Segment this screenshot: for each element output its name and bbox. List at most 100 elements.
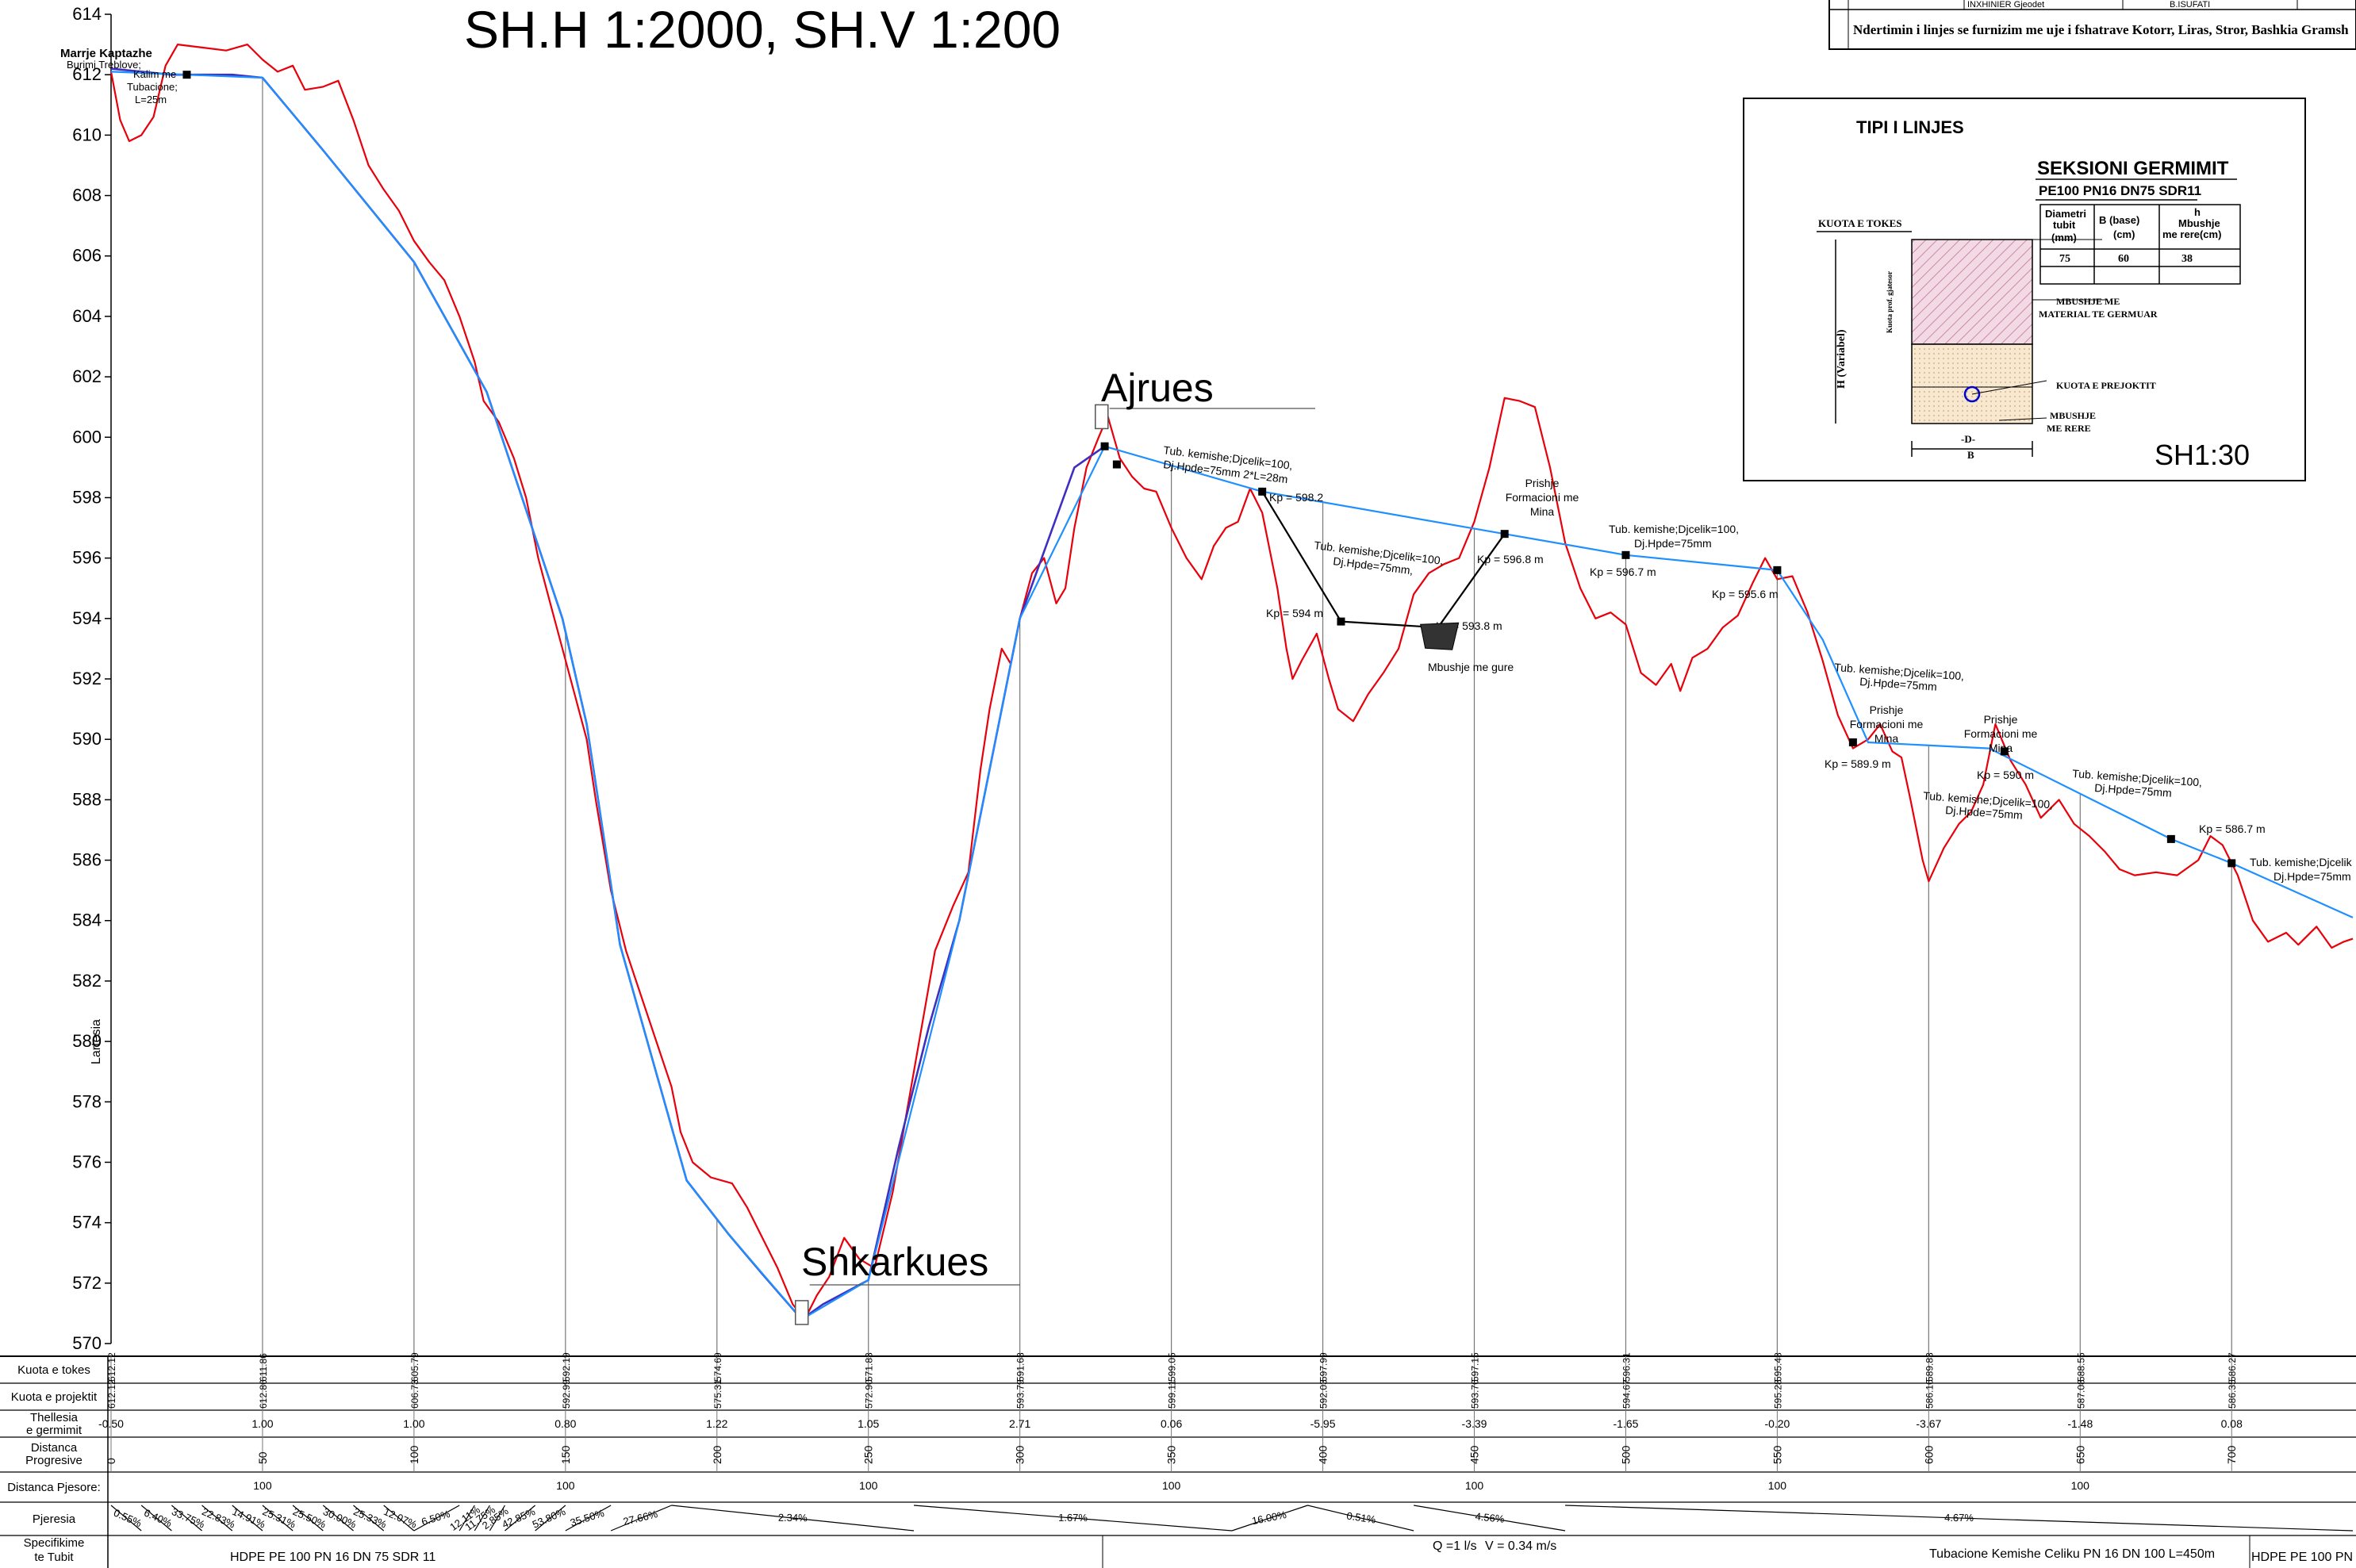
kp-label: Kp = 594 m bbox=[1266, 607, 1323, 619]
prishje-label-1-1: Formacioni me bbox=[1506, 491, 1579, 504]
series-line-3 bbox=[1261, 491, 1506, 629]
y-tick-label: 594 bbox=[72, 608, 102, 628]
station-marker bbox=[1100, 442, 1109, 450]
slope-segment bbox=[671, 1505, 915, 1532]
spec-hdpe-label-2: HDPE PE 100 PN bbox=[2251, 1551, 2353, 1564]
tub5-label-2: Dj.Hpde=75mm bbox=[1945, 803, 2024, 822]
slope-value: 1.67% bbox=[1058, 1512, 1088, 1524]
slope-segment bbox=[322, 1505, 354, 1532]
band-kuota-value: 599.05 bbox=[1167, 1352, 1178, 1382]
spec-celiku-label: Tubacione Kemishe Celiku PN 16 DN 100 L=… bbox=[1929, 1547, 2215, 1561]
slope-segment bbox=[610, 1505, 672, 1532]
slope-segment bbox=[292, 1505, 324, 1532]
kuota-prejoktit-label: KUOTA E PREJOKTIT bbox=[2056, 380, 2156, 391]
kp-label: Kp = 590 m bbox=[1977, 769, 2034, 781]
tub6-label-2: Dj.Hpde=75mm bbox=[2094, 781, 2173, 799]
tub4-label-2: Dj.Hpde=75mm bbox=[1859, 675, 1938, 693]
prishje-label-3-0: Prishje bbox=[1984, 713, 2018, 726]
station-marker bbox=[2166, 834, 2175, 843]
band-pjesore-value: 100 bbox=[859, 1479, 878, 1492]
spec-hdpe-label: HDPE PE 100 PN 16 DN 75 SDR 11 bbox=[230, 1551, 436, 1564]
band-projektit-value: 586.16 bbox=[1924, 1379, 1935, 1409]
start-label-tubacione: Tubacione; bbox=[127, 81, 178, 93]
y-axis-label: Lartesia bbox=[90, 1019, 103, 1064]
y-tick-label: 574 bbox=[72, 1213, 102, 1233]
slope-segment bbox=[505, 1505, 536, 1532]
station-marker bbox=[182, 71, 191, 79]
h-variabel-label: H (Variabel) bbox=[1836, 329, 1848, 389]
shkarkues-label: Shkarkues bbox=[801, 1240, 988, 1284]
band-projektit-value: 595.28 bbox=[1772, 1379, 1783, 1409]
band-pjesore-value: 100 bbox=[1465, 1479, 1484, 1492]
trench-section: KUOTA E TOKES H (Variabel) Kuota prof. g… bbox=[1817, 217, 2158, 461]
band-projektit-value: 612.12 bbox=[106, 1379, 117, 1409]
band-thellesia-value: 2.71 bbox=[1009, 1417, 1030, 1430]
y-tick-label: 580 bbox=[72, 1031, 102, 1051]
tub3-label-2: Dj.Hpde=75mm bbox=[1634, 537, 1712, 550]
table-header-diametri-1: Diametri bbox=[2045, 208, 2086, 220]
pipe-circle bbox=[1963, 385, 1981, 403]
y-tick-label: 578 bbox=[72, 1091, 102, 1111]
kp-label: Kp = 596.7 m bbox=[1590, 565, 1656, 578]
profile-series bbox=[109, 44, 2354, 1321]
y-tick-label: 596 bbox=[72, 548, 102, 568]
band-kuota-value: 571.83 bbox=[864, 1352, 875, 1382]
tub7-label-1: Tub. kemishe;Djcelik bbox=[2250, 856, 2353, 868]
prishje-label-2-1: Formacioni me bbox=[1850, 718, 1924, 730]
band-station-value: 250 bbox=[862, 1445, 875, 1464]
mbushje-rere-label-1: MBUSHJE bbox=[2050, 410, 2096, 421]
prishje-label-2-0: Prishje bbox=[1870, 703, 1904, 716]
band-station-value: 100 bbox=[408, 1445, 420, 1464]
drawing-title: SH.H 1:2000, SH.V 1:200 bbox=[464, 0, 1061, 59]
section-table: 75 60 38 bbox=[2039, 204, 2241, 285]
band-station-value: 50 bbox=[256, 1451, 269, 1464]
slope-segment bbox=[459, 1505, 475, 1532]
section-scale: SH1:30 bbox=[2155, 439, 2250, 471]
band-kuota-value: 597.99 bbox=[1318, 1352, 1330, 1382]
pipe-spec: PE100 PN16 DN75 SDR11 bbox=[2039, 183, 2201, 198]
prishje-label-1-0: Prishje bbox=[1525, 477, 1560, 489]
band-projektit-value: 592.99 bbox=[561, 1379, 572, 1409]
kuota-tokes-label: KUOTA E TOKES bbox=[1818, 217, 1902, 229]
station-marker bbox=[2000, 747, 2009, 756]
prishje-label-3-2: Mina bbox=[1989, 742, 2013, 754]
band-label-thellesia-2: e germimit bbox=[26, 1424, 82, 1437]
slope-segment bbox=[474, 1505, 490, 1532]
station-marker bbox=[1337, 617, 1345, 626]
y-tick-label: 586 bbox=[72, 850, 102, 870]
band-kuota-value: 591.68 bbox=[1015, 1352, 1026, 1382]
slope-segment bbox=[535, 1505, 566, 1532]
slope-segment bbox=[232, 1505, 263, 1532]
band-station-value: 200 bbox=[711, 1445, 723, 1464]
band-thellesia-value: -5.95 bbox=[1310, 1417, 1336, 1430]
band-projektit-value: 594.67 bbox=[1621, 1379, 1632, 1409]
station-marker bbox=[1773, 565, 1782, 574]
band-label-distanca-2: Progresive bbox=[25, 1454, 82, 1467]
y-tick-label: 598 bbox=[72, 487, 102, 507]
slope-segment bbox=[383, 1505, 415, 1532]
table-header-h-3: me rere(cm) bbox=[2162, 228, 2221, 240]
band-pjesore-value: 100 bbox=[253, 1479, 272, 1492]
band-projektit-value: 599.11 bbox=[1167, 1380, 1178, 1409]
band-projektit-value: 612.86 bbox=[258, 1379, 269, 1409]
band-row-label: Distanca Pjesore: bbox=[7, 1481, 101, 1494]
project-title: Ndertimin i linjes se furnizim me uje i … bbox=[1853, 22, 2349, 37]
seksioni-germimit: SEKSIONI GERMIMIT bbox=[2037, 158, 2229, 179]
y-tick-label: 606 bbox=[72, 246, 102, 266]
slope-segment bbox=[262, 1505, 294, 1532]
gravel-fill-symbol bbox=[1420, 622, 1460, 650]
band-kuota-value: 611.86 bbox=[258, 1353, 269, 1382]
series-line-0 bbox=[109, 44, 2354, 1321]
slope-segment bbox=[1231, 1505, 1308, 1532]
table-header-h-1: h bbox=[2194, 206, 2201, 218]
start-label-length: L=25m bbox=[135, 94, 167, 105]
station-marker bbox=[1621, 550, 1630, 559]
tub7-label-2: Dj.Hpde=75mm bbox=[2274, 870, 2351, 883]
y-tick-label: 600 bbox=[72, 427, 102, 447]
band-thellesia-value: 0.80 bbox=[554, 1417, 576, 1430]
band-kuota-value: 589.83 bbox=[1924, 1352, 1935, 1382]
spec-velocity-label: V = 0.34 m/s bbox=[1485, 1539, 1556, 1553]
band-thellesia-value: -1.65 bbox=[1613, 1417, 1638, 1430]
band-projektit-value: 572.90 bbox=[864, 1379, 875, 1409]
